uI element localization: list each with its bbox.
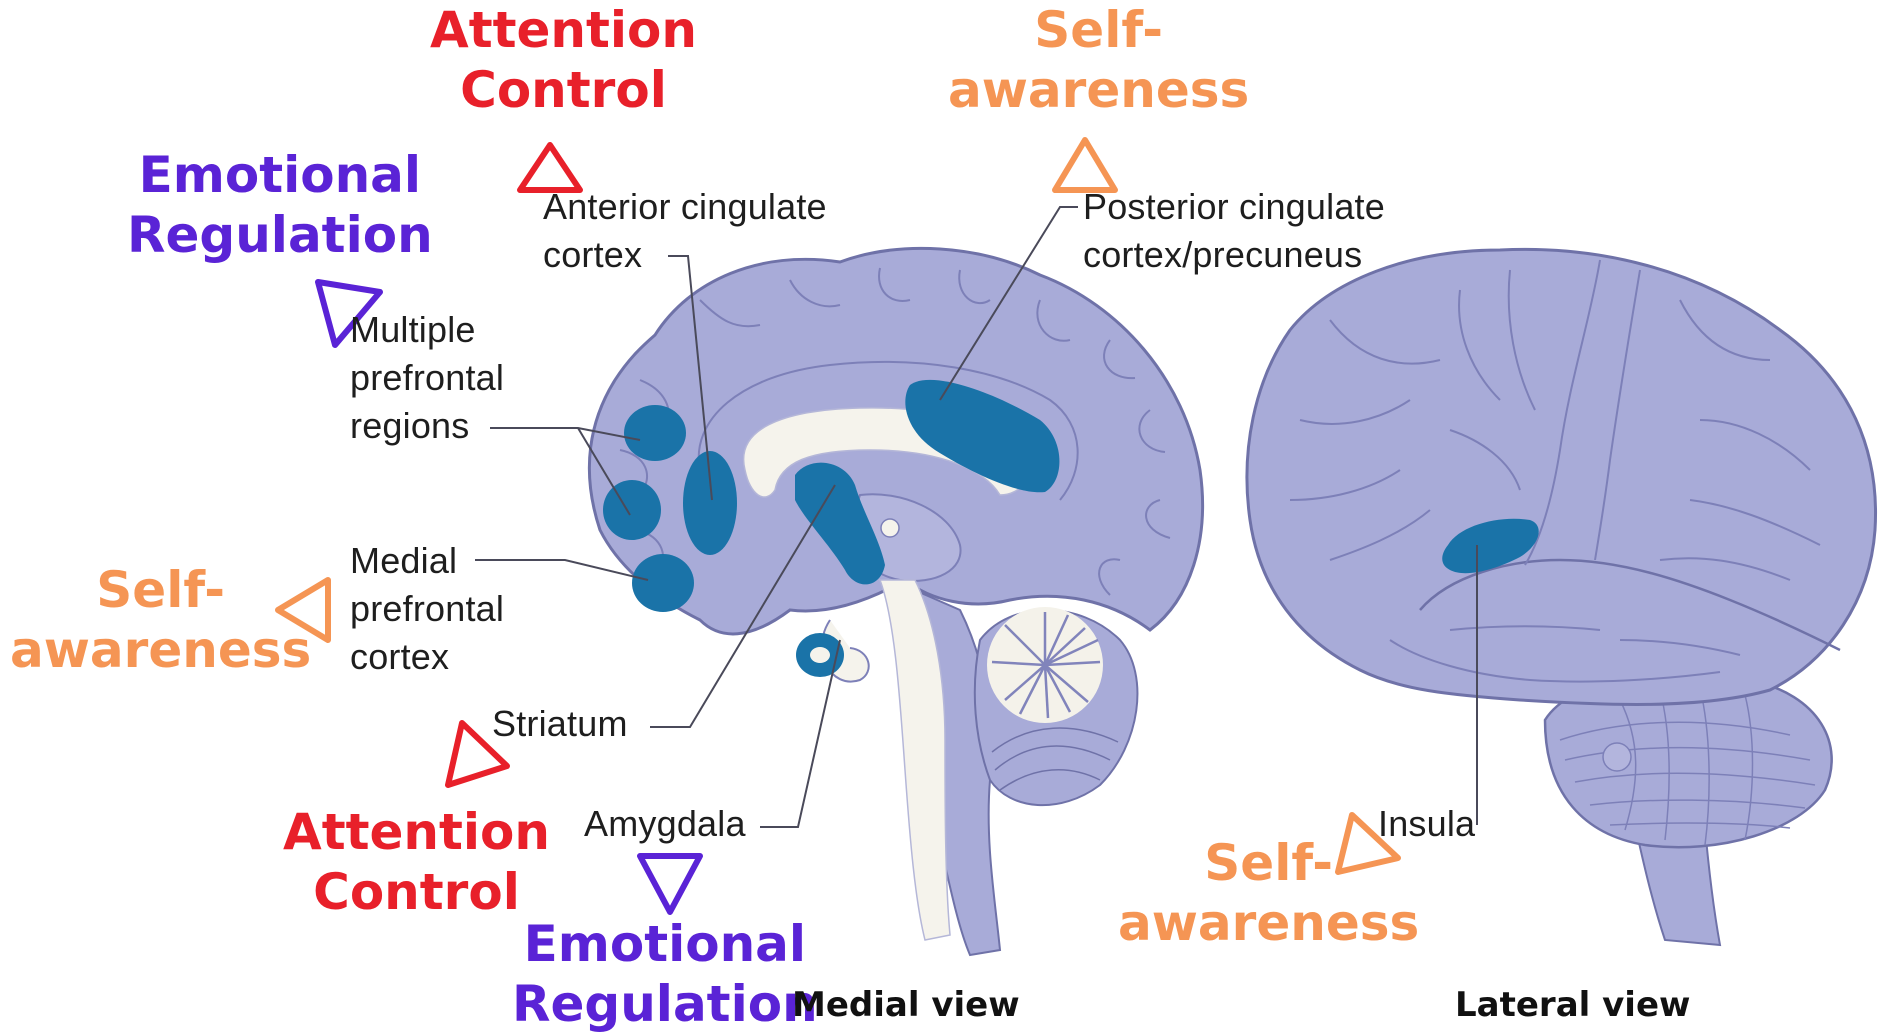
label-medial-prefrontal: Medial prefrontal cortex [350,537,504,681]
arrow-emotional-bottom [640,856,700,912]
category-attention-bottom-line1: Attention [283,802,550,862]
category-emotional-left-line1: Emotional [127,145,433,205]
region-prefrontal-upper [624,405,686,461]
category-self-top: Self- awareness [948,0,1249,120]
category-attention-bottom: Attention Control [283,802,550,922]
label-medial-prefrontal-line1: Medial [350,537,504,585]
category-emotional-bottom-line1: Emotional [512,914,818,974]
label-striatum: Striatum [492,700,628,748]
label-posterior-cingulate-line2: cortex/precuneus [1083,231,1385,279]
label-anterior-cingulate: Anterior cingulate cortex [543,183,827,279]
medial-brain [589,248,1202,955]
label-anterior-cingulate-line2: cortex [543,231,827,279]
category-emotional-left-line2: Regulation [127,205,433,265]
category-emotional-bottom-line2: Regulation [512,974,818,1034]
region-prefrontal-lower [632,554,694,612]
label-medial-prefrontal-line2: prefrontal [350,585,504,633]
caption-lateral-view: Lateral view [1455,985,1690,1025]
caption-medial-view: Medial view [792,985,1020,1025]
category-attention-top: Attention Control [430,0,697,120]
category-attention-top-line2: Control [430,60,697,120]
category-emotional-left: Emotional Regulation [127,145,433,265]
category-attention-bottom-line2: Control [283,862,550,922]
label-posterior-cingulate-line1: Posterior cingulate [1083,183,1385,231]
region-anterior-cingulate [683,451,737,555]
label-multiple-prefrontal-line2: prefrontal [350,354,504,402]
category-emotional-bottom: Emotional Regulation [512,914,818,1034]
category-self-bottom: Self- awareness [1118,833,1419,953]
category-self-top-line1: Self- [948,0,1249,60]
label-multiple-prefrontal-line3: regions [350,402,504,450]
category-attention-top-line1: Attention [430,0,697,60]
category-self-bottom-line1: Self- [1118,833,1419,893]
label-anterior-cingulate-line1: Anterior cingulate [543,183,827,231]
label-amygdala: Amygdala [584,800,746,848]
label-medial-prefrontal-line3: cortex [350,633,504,681]
lateral-cerebrum [1247,249,1876,704]
category-self-left-line2: awareness [10,620,311,680]
category-self-bottom-line2: awareness [1118,893,1419,953]
category-self-left: Self- awareness [10,560,311,680]
label-multiple-prefrontal-line1: Multiple [350,306,504,354]
arbor-vitae [987,607,1103,723]
region-prefrontal-mid [603,480,661,540]
label-multiple-prefrontal: Multiple prefrontal regions [350,306,504,450]
label-posterior-cingulate: Posterior cingulate cortex/precuneus [1083,183,1385,279]
category-self-left-line1: Self- [10,560,311,620]
category-self-top-line2: awareness [948,60,1249,120]
